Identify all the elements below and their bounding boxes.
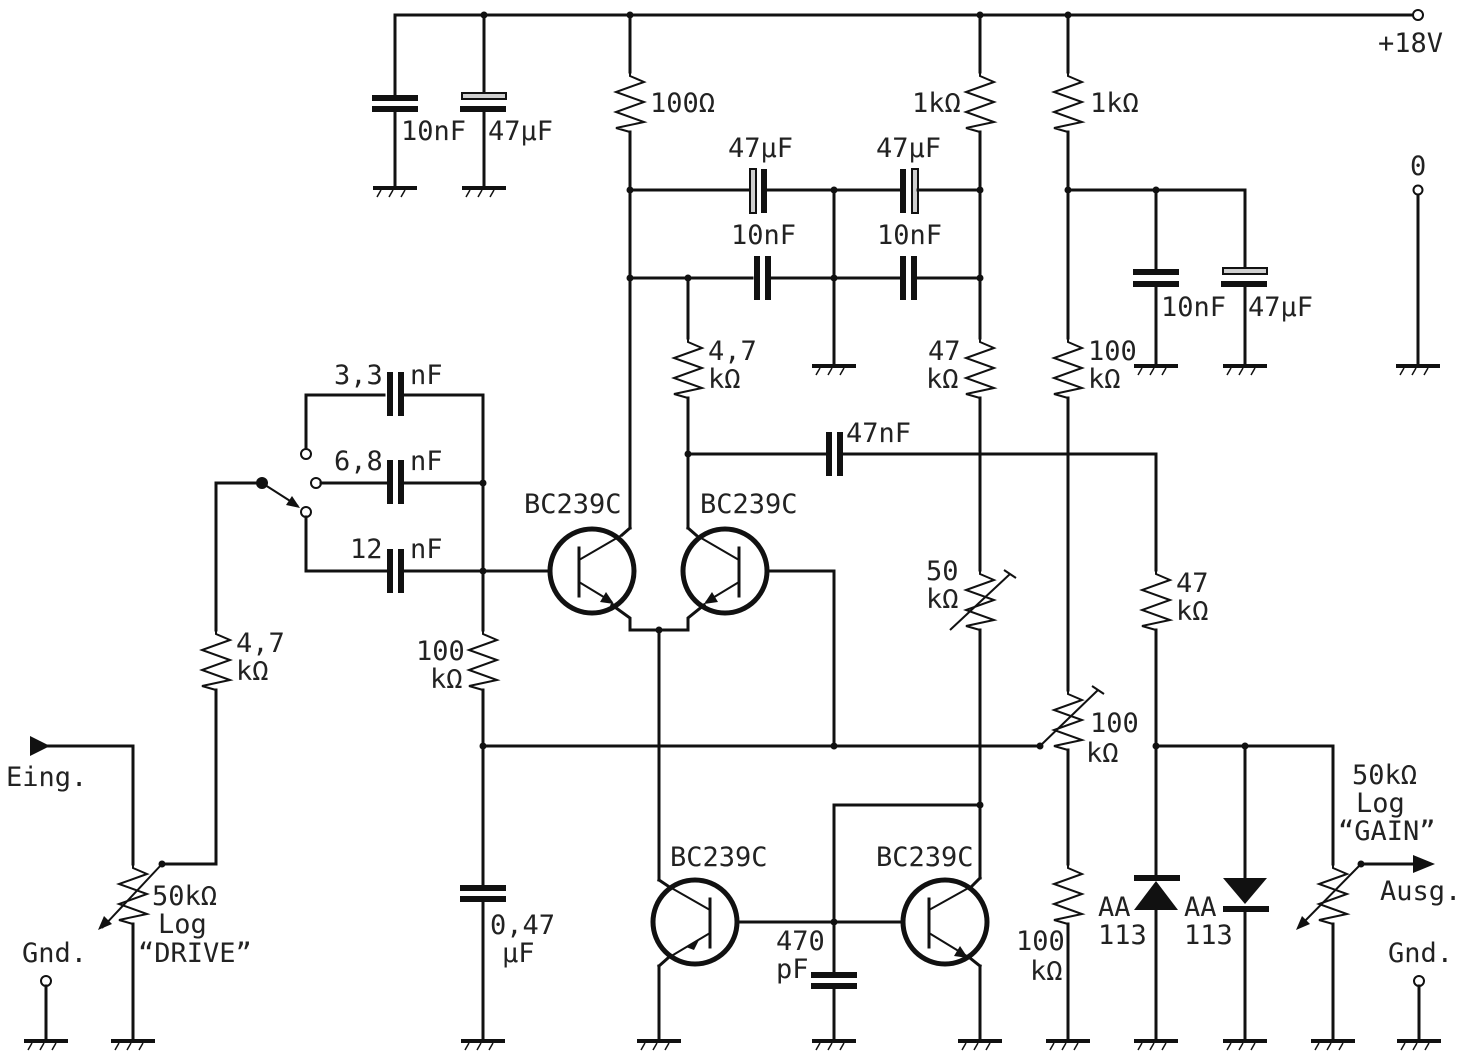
- resistor-100k-top: 100 kΩ: [1053, 336, 1137, 692]
- svg-text:Eing.: Eing.: [6, 762, 87, 793]
- svg-text:6,8: 6,8: [334, 446, 383, 477]
- svg-text:50kΩ: 50kΩ: [1352, 760, 1417, 791]
- svg-text:0: 0: [1410, 151, 1426, 182]
- cap-47nf: 47nF: [686, 418, 1158, 572]
- svg-text:Ausg.: Ausg.: [1380, 876, 1461, 907]
- supply-terminal[interactable]: [1412, 9, 1424, 21]
- svg-text:4,7: 4,7: [708, 336, 757, 367]
- pot-drive[interactable]: 50kΩ Log “DRIVE”: [98, 744, 252, 1052]
- svg-text:113: 113: [1098, 920, 1147, 951]
- resistor-100ohm: 100Ω: [615, 13, 715, 530]
- svg-text:10nF: 10nF: [401, 116, 466, 147]
- svg-text:nF: nF: [410, 446, 443, 477]
- svg-text:AA: AA: [1098, 892, 1131, 923]
- resistor-47k-b: 47 kΩ: [1141, 568, 1209, 880]
- trimmer-50k[interactable]: 50 kΩ: [926, 556, 1017, 807]
- supply-rail: +18V: [393, 9, 1443, 59]
- svg-text:100: 100: [416, 636, 465, 667]
- cap-right-decoupling: 10nF 47µF: [1064, 186, 1313, 377]
- svg-text:47µF: 47µF: [488, 116, 553, 147]
- svg-text:47µF: 47µF: [728, 133, 793, 164]
- svg-text:BC239C: BC239C: [670, 842, 768, 873]
- svg-text:3,3: 3,3: [334, 360, 383, 391]
- output-terminal[interactable]: Ausg.: [1359, 855, 1461, 907]
- transistor-q4: BC239C: [876, 803, 1004, 1052]
- svg-text:kΩ: kΩ: [430, 664, 463, 695]
- svg-text:kΩ: kΩ: [1176, 596, 1209, 627]
- pot-gain[interactable]: 50kΩ Log “GAIN”: [1296, 760, 1436, 1052]
- svg-text:Gnd.: Gnd.: [22, 938, 87, 969]
- svg-text:100: 100: [1016, 926, 1065, 957]
- svg-text:10nF: 10nF: [877, 220, 942, 251]
- resistor-1k-b: 1kΩ: [1053, 13, 1139, 340]
- svg-text:BC239C: BC239C: [524, 489, 622, 520]
- cap-0u47: 0,47 µF: [459, 885, 555, 1052]
- svg-text:100: 100: [1090, 708, 1139, 739]
- svg-text:113: 113: [1184, 920, 1233, 951]
- svg-text:4,7: 4,7: [236, 628, 285, 659]
- svg-text:AA: AA: [1184, 892, 1217, 923]
- svg-text:47: 47: [1176, 568, 1209, 599]
- resistor-100k-bias: 100 kΩ: [416, 629, 498, 888]
- svg-text:47: 47: [928, 336, 961, 367]
- svg-text:“GAIN”: “GAIN”: [1338, 816, 1436, 847]
- diode-d2: AA 113: [1184, 744, 1269, 1052]
- svg-text:10nF: 10nF: [1161, 292, 1226, 323]
- svg-text:47µF: 47µF: [876, 133, 941, 164]
- gnd-left-terminal[interactable]: Gnd.: [22, 938, 87, 1052]
- transistor-q2: BC239C: [680, 489, 798, 616]
- svg-text:BC239C: BC239C: [876, 842, 974, 873]
- svg-text:kΩ: kΩ: [926, 364, 959, 395]
- svg-text:1kΩ: 1kΩ: [912, 88, 961, 119]
- diode-bus: [1152, 742, 1335, 866]
- tone-switch[interactable]: 3,3 nF 6,8 nF 12 nF: [214, 360, 550, 632]
- svg-text:47µF: 47µF: [1248, 292, 1313, 323]
- svg-text:10nF: 10nF: [731, 220, 796, 251]
- svg-text:Log: Log: [158, 909, 207, 940]
- trimmer-100k[interactable]: 100 kΩ: [1036, 685, 1139, 866]
- transistor-q3: BC239C: [635, 842, 905, 1052]
- resistor-1k-a: 1kΩ: [912, 13, 995, 340]
- bias-line: [481, 569, 1042, 750]
- svg-text:kΩ: kΩ: [708, 364, 741, 395]
- svg-text:“DRIVE”: “DRIVE”: [138, 938, 252, 969]
- svg-text:pF: pF: [776, 954, 809, 985]
- svg-text:12: 12: [350, 534, 383, 565]
- svg-text:Log: Log: [1356, 788, 1405, 819]
- svg-text:0,47: 0,47: [490, 910, 555, 941]
- transistor-q1: BC239C: [524, 489, 707, 634]
- resistor-4k7-input: 4,7 kΩ: [160, 628, 285, 866]
- zero-terminal: 0: [1394, 151, 1442, 377]
- svg-text:nF: nF: [410, 360, 443, 391]
- diode-d1: AA 113: [1098, 875, 1180, 1052]
- svg-text:50: 50: [926, 556, 959, 587]
- svg-text:µF: µF: [502, 938, 535, 969]
- resistor-47k: 47 kΩ: [926, 336, 995, 572]
- svg-text:kΩ: kΩ: [236, 656, 269, 687]
- filter-network: 47µF 47µF 10nF 10nF: [626, 133, 984, 377]
- svg-text:nF: nF: [410, 534, 443, 565]
- svg-text:kΩ: kΩ: [1088, 364, 1121, 395]
- input-terminal[interactable]: Eing.: [6, 736, 135, 793]
- cap-supply-47uf: 47µF: [460, 13, 553, 199]
- cap-supply-10nf: 10nF: [371, 13, 466, 199]
- supply-label: +18V: [1378, 28, 1443, 59]
- cap-470pf: 470 pF: [776, 801, 984, 1052]
- svg-text:kΩ: kΩ: [926, 584, 959, 615]
- svg-text:kΩ: kΩ: [1030, 956, 1063, 987]
- svg-text:100: 100: [1088, 336, 1137, 367]
- svg-text:50kΩ: 50kΩ: [152, 881, 217, 912]
- resistor-100k-bottom: 100 kΩ: [1016, 863, 1092, 1052]
- svg-text:100Ω: 100Ω: [650, 88, 715, 119]
- gnd-right-terminal[interactable]: Gnd.: [1388, 938, 1453, 1052]
- svg-text:470: 470: [776, 926, 825, 957]
- svg-text:Gnd.: Gnd.: [1388, 938, 1453, 969]
- svg-text:47nF: 47nF: [846, 418, 911, 449]
- svg-text:BC239C: BC239C: [700, 489, 798, 520]
- svg-text:kΩ: kΩ: [1086, 738, 1119, 769]
- svg-text:1kΩ: 1kΩ: [1090, 88, 1139, 119]
